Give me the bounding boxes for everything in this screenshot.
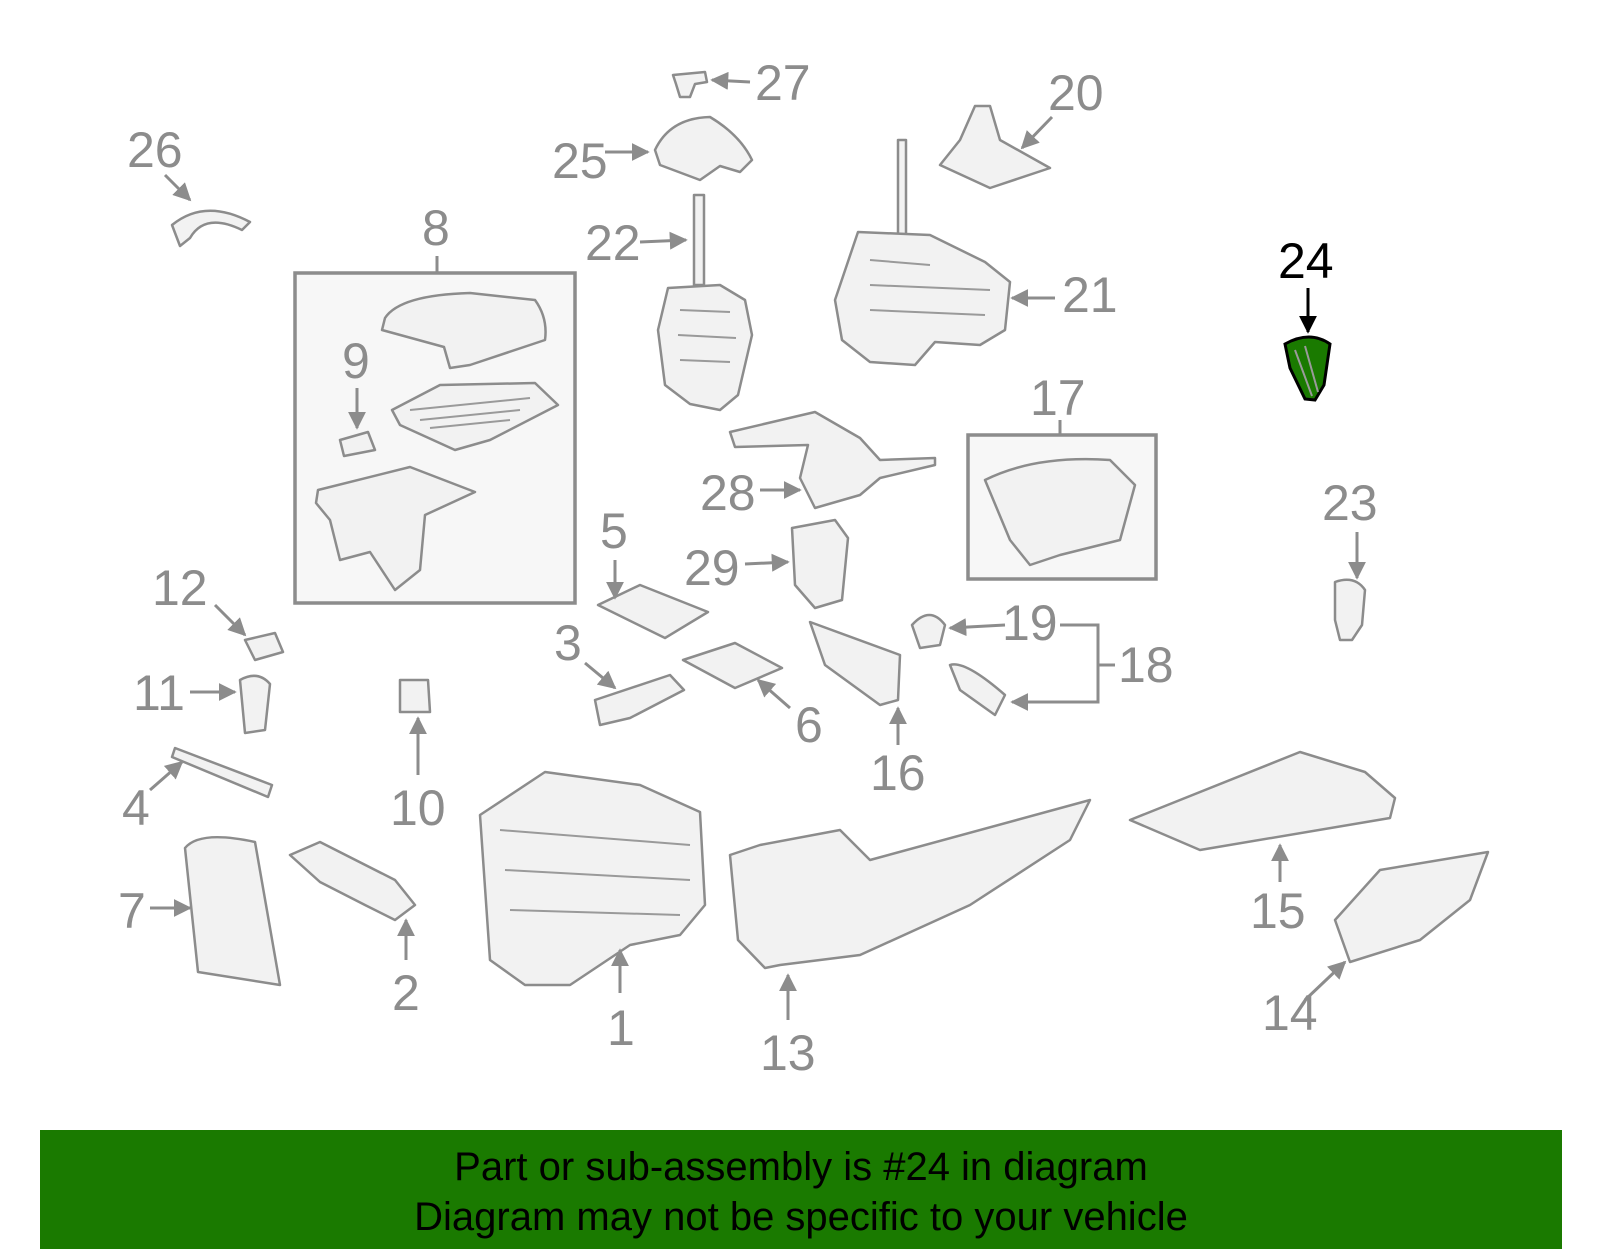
callout-20: 20 <box>1048 65 1104 121</box>
footer-line-part-number: Part or sub-assembly is #24 in diagram <box>454 1145 1148 1189</box>
callout-8: 8 <box>422 200 450 256</box>
part-14 <box>1333 850 1490 964</box>
part-6 <box>681 641 784 690</box>
callout-2: 2 <box>392 965 420 1021</box>
part-4-rod <box>170 746 274 799</box>
callout-5: 5 <box>600 503 628 559</box>
footer-banner: Part or sub-assembly is #24 in diagram D… <box>40 1130 1562 1249</box>
callout-21: 21 <box>1062 267 1118 323</box>
part-18 <box>948 663 1007 717</box>
part-7-pad <box>183 836 282 987</box>
part-5 <box>596 583 710 640</box>
part-26 <box>170 209 252 248</box>
part-1-console-base <box>478 770 707 987</box>
callout-19: 19 <box>1002 595 1058 651</box>
part-27 <box>671 70 709 99</box>
callout-12: 12 <box>152 560 208 616</box>
part-15 <box>1128 750 1397 852</box>
callout-3: 3 <box>554 615 582 671</box>
part-21-shift-assembly <box>833 138 1012 367</box>
callout-25: 25 <box>552 133 608 189</box>
callout-22: 22 <box>585 215 641 271</box>
callout-13: 13 <box>760 1025 816 1081</box>
part-22-shifter <box>656 193 754 412</box>
callout-14: 14 <box>1262 985 1318 1041</box>
part-24-shift-knob-highlighted[interactable] <box>1283 335 1332 402</box>
part-29 <box>790 518 850 610</box>
callout-9: 9 <box>342 333 370 389</box>
callout-15: 15 <box>1250 883 1306 939</box>
callout-26: 26 <box>127 122 183 178</box>
part-25 <box>653 115 754 182</box>
callout-29: 29 <box>684 540 740 596</box>
callout-27: 27 <box>755 55 811 111</box>
callout-23: 23 <box>1322 475 1378 531</box>
part-19 <box>910 613 947 650</box>
callout-6: 6 <box>795 697 823 753</box>
callout-16: 16 <box>870 745 926 801</box>
part-13-console <box>728 798 1092 970</box>
callout-28: 28 <box>700 465 756 521</box>
part-3 <box>593 673 686 727</box>
callout-labels: 26 27 25 20 22 8 21 24 9 17 28 23 5 29 1… <box>118 55 1378 1081</box>
part-armrest-assembly <box>314 291 560 592</box>
part-2-bracket <box>288 840 417 922</box>
part-11 <box>238 674 272 735</box>
part-10 <box>398 678 432 714</box>
part-16 <box>808 620 902 707</box>
part-20-boot <box>938 104 1052 190</box>
part-17-cupholder <box>983 457 1137 567</box>
callout-4: 4 <box>122 780 150 836</box>
callout-11: 11 <box>133 665 185 721</box>
part-23-knob <box>1333 578 1367 642</box>
callout-17: 17 <box>1030 370 1086 426</box>
footer-line-disclaimer: Diagram may not be specific to your vehi… <box>414 1195 1188 1239</box>
callout-24: 24 <box>1278 233 1334 289</box>
part-12 <box>243 631 285 662</box>
leader-lines <box>149 71 1366 1020</box>
callout-18: 18 <box>1118 637 1174 693</box>
callout-10: 10 <box>390 780 446 836</box>
part-28-bracket <box>728 410 937 510</box>
callout-7: 7 <box>118 883 146 939</box>
callout-1: 1 <box>607 1000 635 1056</box>
